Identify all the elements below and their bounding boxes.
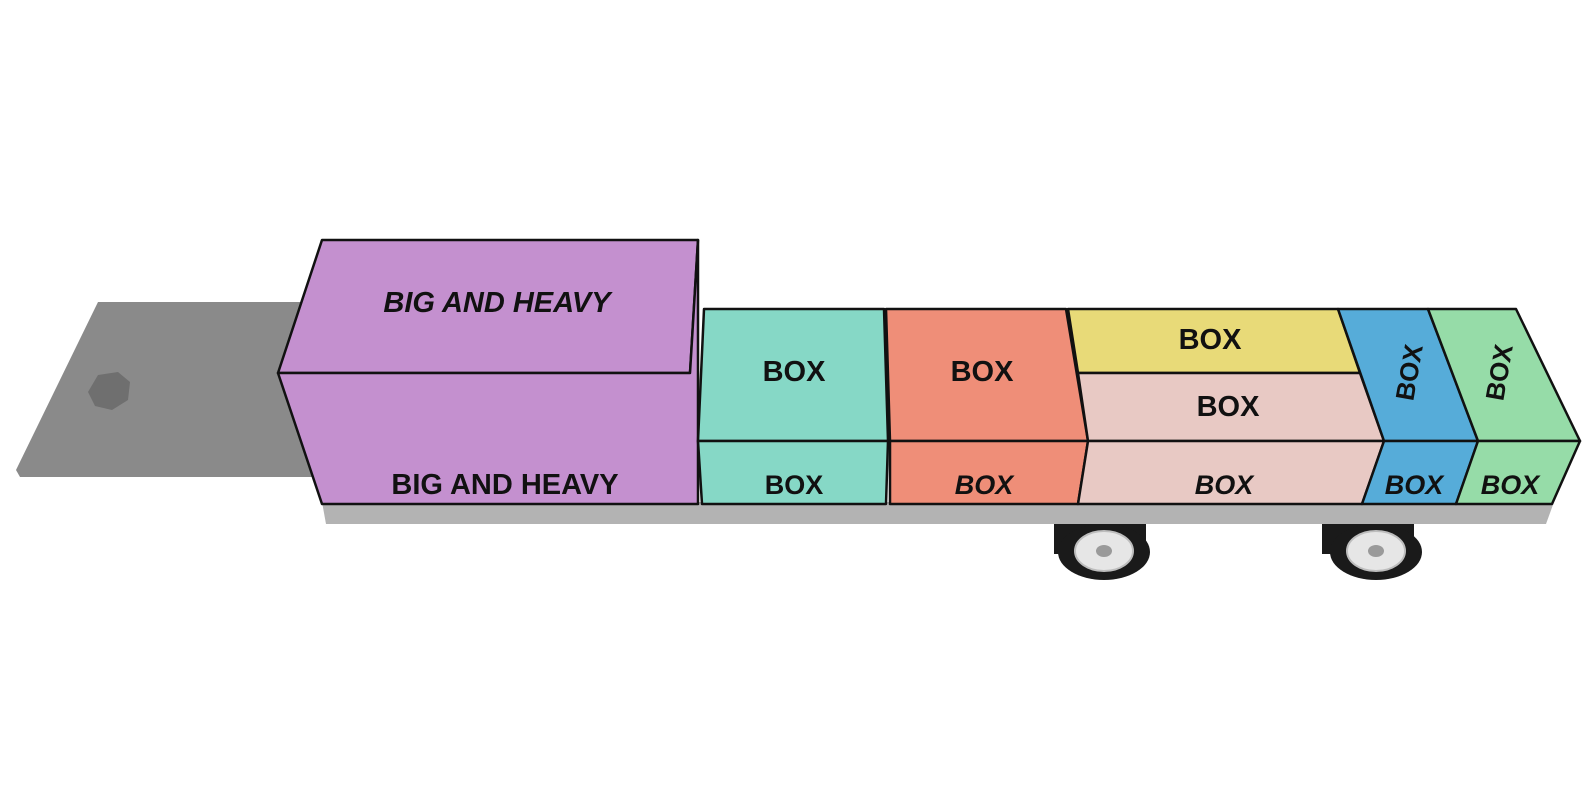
- big-heavy-top-label: BIG AND HEAVY: [383, 287, 613, 319]
- pink-box-front-label: BOX: [1195, 470, 1256, 500]
- gooseneck-plate: [16, 302, 320, 477]
- big-heavy-box-front: [276, 238, 700, 506]
- green-box-front: [1454, 439, 1582, 506]
- rear-wheel-front-axle: [1054, 524, 1150, 580]
- big-heavy-front-label: BIG AND HEAVY: [391, 469, 618, 501]
- salmon-box-top-label: BOX: [951, 356, 1015, 388]
- rear-wheel-back-axle: [1322, 524, 1422, 580]
- salmon-box-front-label: BOX: [955, 470, 1016, 500]
- teal-box-top-label: BOX: [763, 356, 827, 388]
- teal-box-front-label: BOX: [765, 470, 824, 500]
- teal-box-front: [696, 439, 890, 506]
- kingpin: [88, 372, 130, 410]
- green-box-front-label: BOX: [1481, 470, 1542, 500]
- trailer-deck: [322, 502, 1554, 524]
- blue-box-front-label: BOX: [1385, 470, 1446, 500]
- yellow-box-top-label: BOX: [1179, 324, 1243, 356]
- pink-box-mid-label: BOX: [1197, 391, 1261, 423]
